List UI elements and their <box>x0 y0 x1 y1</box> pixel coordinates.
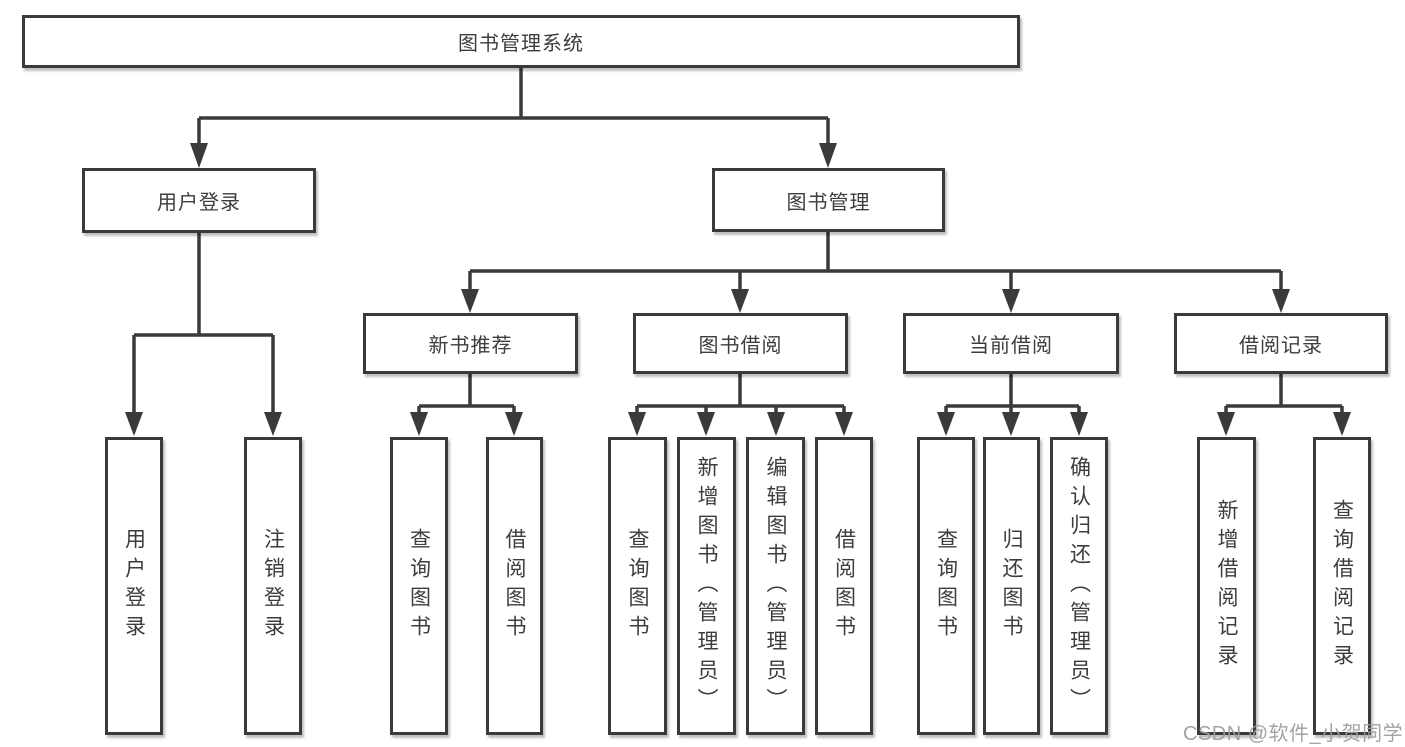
node-book-management-label: 图书管理 <box>786 191 871 214</box>
leaf-query-books-borrow-label: 查询图书 <box>626 528 649 644</box>
leaf-borrow-books-recommend: 借阅图书 <box>486 437 543 735</box>
node-user-login-label: 用户登录 <box>157 192 241 214</box>
node-new-book-recommend-label: 新书推荐 <box>428 335 513 357</box>
leaf-borrow-books: 借阅图书 <box>815 437 873 735</box>
leaf-query-books-borrow: 查询图书 <box>608 437 667 735</box>
watermark: CSDN @软件_小贺同学 <box>1183 723 1404 745</box>
leaf-logout-label: 注销登录 <box>261 528 285 644</box>
leaf-return-books-label: 归还图书 <box>1000 528 1023 644</box>
leaf-confirm-return-admin-label: 确认归还（管理员） <box>1067 455 1091 717</box>
leaf-user-login-label: 用户登录 <box>122 528 146 644</box>
leaf-add-books-admin: 新增图书（管理员） <box>677 437 736 735</box>
leaf-confirm-return-admin: 确认归还（管理员） <box>1050 437 1108 735</box>
leaf-query-borrow-record-label: 查询借阅记录 <box>1330 499 1354 673</box>
leaf-add-borrow-record-label: 新增借阅记录 <box>1215 499 1238 673</box>
leaf-edit-books-admin-label: 编辑图书（管理员） <box>764 455 787 717</box>
node-current-borrow-label: 当前借阅 <box>969 335 1053 357</box>
leaf-query-books-current: 查询图书 <box>917 437 975 735</box>
leaf-query-books-current-label: 查询图书 <box>934 528 958 644</box>
node-borrow-records: 借阅记录 <box>1174 313 1388 374</box>
leaf-query-borrow-record: 查询借阅记录 <box>1313 437 1371 735</box>
leaf-return-books: 归还图书 <box>983 437 1040 735</box>
node-current-borrow: 当前借阅 <box>903 313 1119 374</box>
leaf-query-books-recommend: 查询图书 <box>390 437 448 735</box>
leaf-query-books-recommend-label: 查询图书 <box>407 528 431 644</box>
leaf-add-books-admin-label: 新增图书（管理员） <box>695 455 718 717</box>
node-root-system: 图书管理系统 <box>22 15 1020 68</box>
leaf-borrow-books-label: 借阅图书 <box>832 528 856 644</box>
leaf-user-login: 用户登录 <box>105 437 163 735</box>
node-user-login: 用户登录 <box>82 168 316 233</box>
leaf-add-borrow-record: 新增借阅记录 <box>1197 437 1256 735</box>
node-new-book-recommend: 新书推荐 <box>363 313 578 374</box>
node-book-borrow-label: 图书借阅 <box>698 335 783 357</box>
leaf-borrow-books-recommend-label: 借阅图书 <box>503 528 526 644</box>
leaf-logout: 注销登录 <box>244 437 302 735</box>
node-borrow-records-label: 借阅记录 <box>1239 335 1323 357</box>
leaf-edit-books-admin: 编辑图书（管理员） <box>746 437 805 735</box>
node-book-borrow: 图书借阅 <box>633 313 848 374</box>
node-book-management: 图书管理 <box>712 168 945 232</box>
node-root-label: 图书管理系统 <box>458 33 584 55</box>
